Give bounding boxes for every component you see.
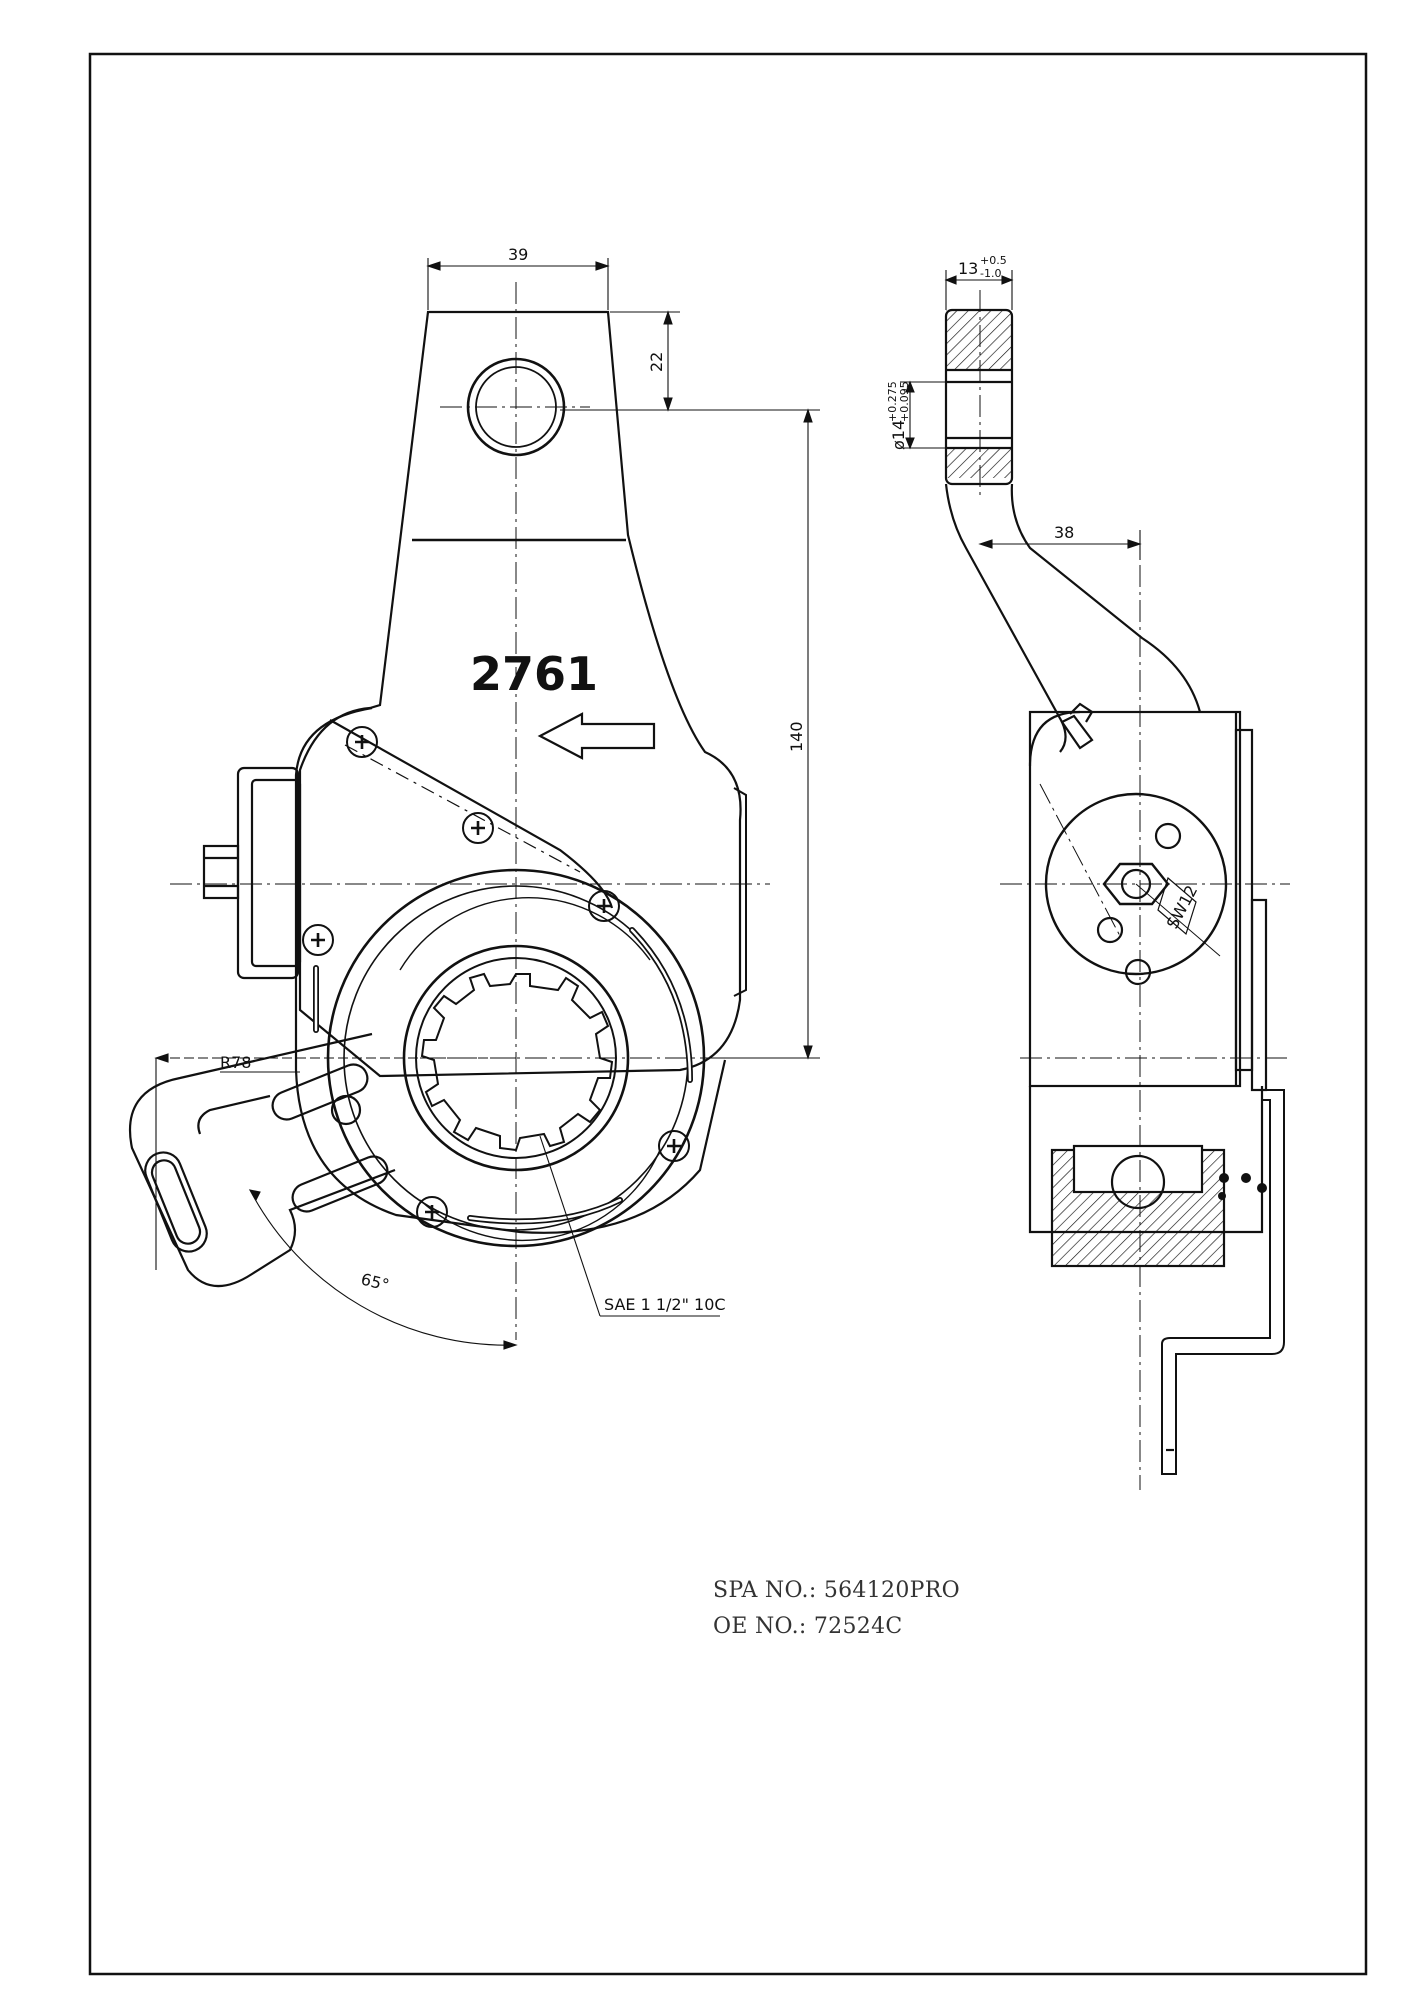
side-dimensions <box>900 270 1142 560</box>
lever <box>128 1032 396 1288</box>
dim-angle: 65° <box>359 1269 391 1294</box>
dim-center-distance: 140 <box>787 721 806 752</box>
dim-wrench-size: SW12 <box>1163 882 1202 932</box>
oe-number: OE NO.: 72524C <box>713 1614 903 1639</box>
dim-bore-tol-lower: +0.095 <box>898 381 911 422</box>
front-view <box>128 310 747 1288</box>
slack-adjuster-arm <box>298 310 742 1078</box>
hex-bolt <box>1102 862 1170 906</box>
side-body <box>1028 710 1242 1088</box>
housing <box>294 706 727 1234</box>
side-centerlines <box>979 290 1290 1490</box>
screw-heads <box>302 726 690 1228</box>
drawing-frame <box>88 52 1368 1976</box>
side-view <box>944 308 1285 1475</box>
front-centerlines <box>170 282 770 1340</box>
dim-width-top: 39 <box>508 245 528 264</box>
dim-thickness: 13 <box>958 259 978 278</box>
dim-side-offset: 38 <box>1054 523 1074 542</box>
part-number: 2761 <box>470 647 598 701</box>
front-dimensions <box>154 258 820 1350</box>
spline-teeth <box>420 972 614 1152</box>
dim-bore-diameter: ø14 <box>889 420 908 450</box>
dim-bore-tol-upper: +0.275 <box>886 381 899 422</box>
spa-number: SPA NO.: 564120PRO <box>713 1578 960 1603</box>
dim-radius: R78 <box>220 1053 251 1072</box>
dim-spline: SAE 1 1/2" 10C <box>604 1295 726 1314</box>
dim-top-offset: 22 <box>647 352 666 372</box>
dim-thickness-tol-lower: -1.0 <box>980 267 1001 280</box>
dim-thickness-tol-upper: +0.5 <box>980 254 1007 267</box>
worm-hex-nut <box>236 766 300 980</box>
rotation-arrow <box>537 712 656 760</box>
bracket <box>1161 1089 1285 1475</box>
